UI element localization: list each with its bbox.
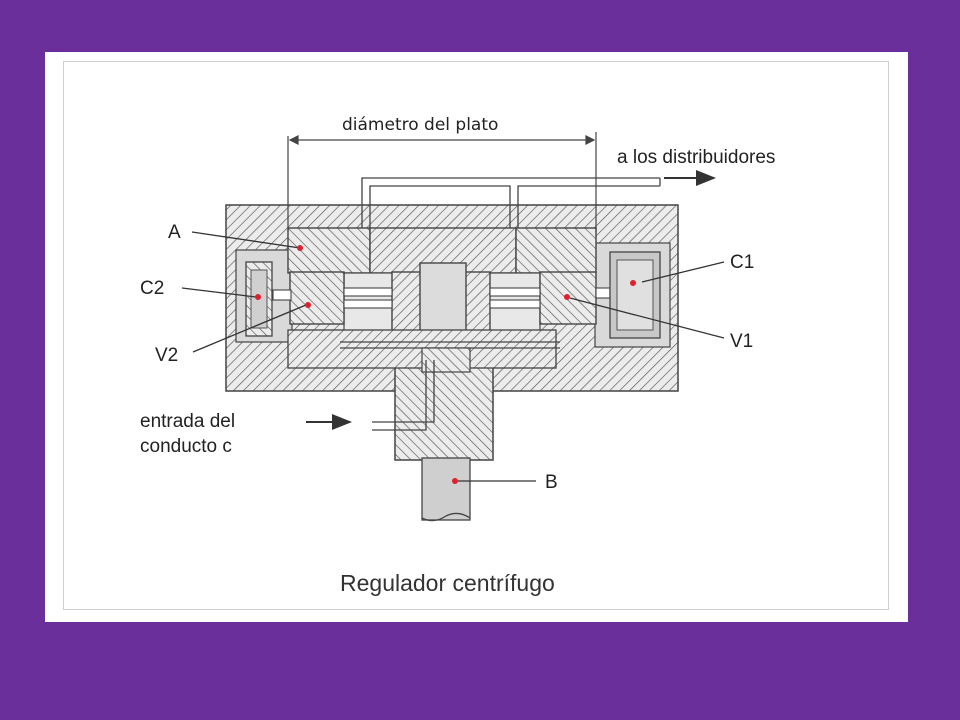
- lower-channel: [287, 329, 560, 431]
- marker-dots: [255, 245, 636, 484]
- label-b: B: [545, 472, 558, 493]
- marker-c1: [630, 280, 636, 286]
- label-c1: C1: [730, 252, 754, 273]
- label-distributors: a los distribuidores: [617, 147, 775, 168]
- marker-v1: [564, 294, 570, 300]
- channels: [272, 287, 611, 309]
- label-a: A: [168, 222, 181, 243]
- piston-c1: [609, 251, 661, 339]
- marker-b: [452, 478, 458, 484]
- central-slider: [391, 262, 491, 339]
- marker-v2: [305, 302, 311, 308]
- diameter-dimension: [287, 132, 597, 232]
- label-v2: V2: [155, 345, 178, 366]
- valve-v2: [289, 271, 345, 325]
- label-c2: C2: [140, 278, 164, 299]
- marker-a: [297, 245, 303, 251]
- label-v1: V1: [730, 331, 753, 352]
- diagram-caption: Regulador centrífugo: [340, 570, 555, 596]
- distributor-pipes: [361, 177, 661, 228]
- leader-lines: [181, 231, 725, 482]
- marker-c2: [255, 294, 261, 300]
- label-inlet-line1: entrada del: [140, 411, 235, 432]
- label-inlet-line2: conducto c: [140, 436, 232, 457]
- diagram-frame: [63, 61, 889, 610]
- label-diameter: diámetro del plato: [342, 115, 498, 135]
